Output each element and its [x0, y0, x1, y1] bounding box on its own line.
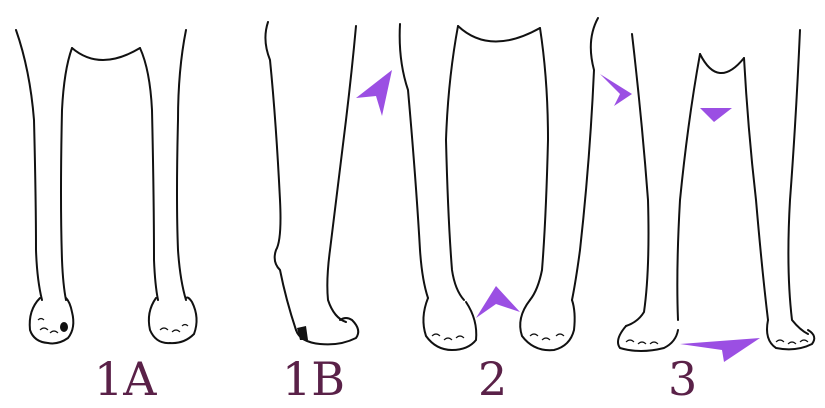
panel-1b-leg — [265, 22, 358, 344]
panel-label-2: 2 — [478, 356, 507, 402]
arrow-2-elbow — [600, 74, 632, 106]
right-paw — [149, 298, 197, 344]
left-paw-toes — [38, 319, 58, 334]
right-leg-outer-2 — [572, 18, 598, 300]
right-leg-inner-2 — [530, 28, 548, 300]
right-leg-inner-3 — [744, 58, 768, 320]
left-leg-outer — [16, 30, 42, 300]
chest-outline-2 — [458, 26, 540, 42]
paw-heel-pad — [297, 326, 308, 340]
panel-3-legs — [618, 30, 814, 351]
right-paw-toes-2 — [530, 334, 564, 340]
left-leg-outer-3 — [626, 34, 649, 326]
chest-outline-3 — [700, 54, 744, 73]
arrow-2-toes — [476, 286, 520, 318]
right-paw-2 — [520, 300, 574, 350]
right-leg-outer — [177, 30, 186, 300]
left-leg-outer-2 — [400, 24, 428, 298]
chest-outline — [72, 48, 140, 60]
panel-label-3: 3 — [668, 356, 697, 402]
panel-1a-legs — [16, 30, 197, 343]
left-paw-toes-2 — [432, 334, 464, 340]
left-leg-inner — [61, 48, 72, 300]
left-leg-inner-3 — [677, 54, 700, 320]
left-paw-2 — [423, 298, 476, 350]
panel-label-1a: 1A — [94, 356, 157, 402]
right-paw-toes-3 — [776, 340, 808, 344]
right-leg-outer-3 — [788, 30, 808, 334]
right-paw-toes — [160, 325, 188, 333]
arrow-1b-elbow — [356, 70, 392, 116]
leg-front-outline — [265, 22, 296, 330]
arrow-3-chest — [700, 108, 732, 122]
panel-label-1b: 1B — [282, 356, 345, 402]
left-paw — [30, 298, 74, 343]
left-paw-3 — [618, 326, 678, 351]
left-leg-inner-2 — [446, 26, 464, 300]
left-paw-toes-3 — [626, 340, 658, 344]
left-paw-dewclaw — [60, 322, 68, 332]
right-leg-inner — [140, 48, 158, 300]
leg-back-outline — [327, 26, 356, 322]
indicator-arrows — [356, 70, 760, 362]
